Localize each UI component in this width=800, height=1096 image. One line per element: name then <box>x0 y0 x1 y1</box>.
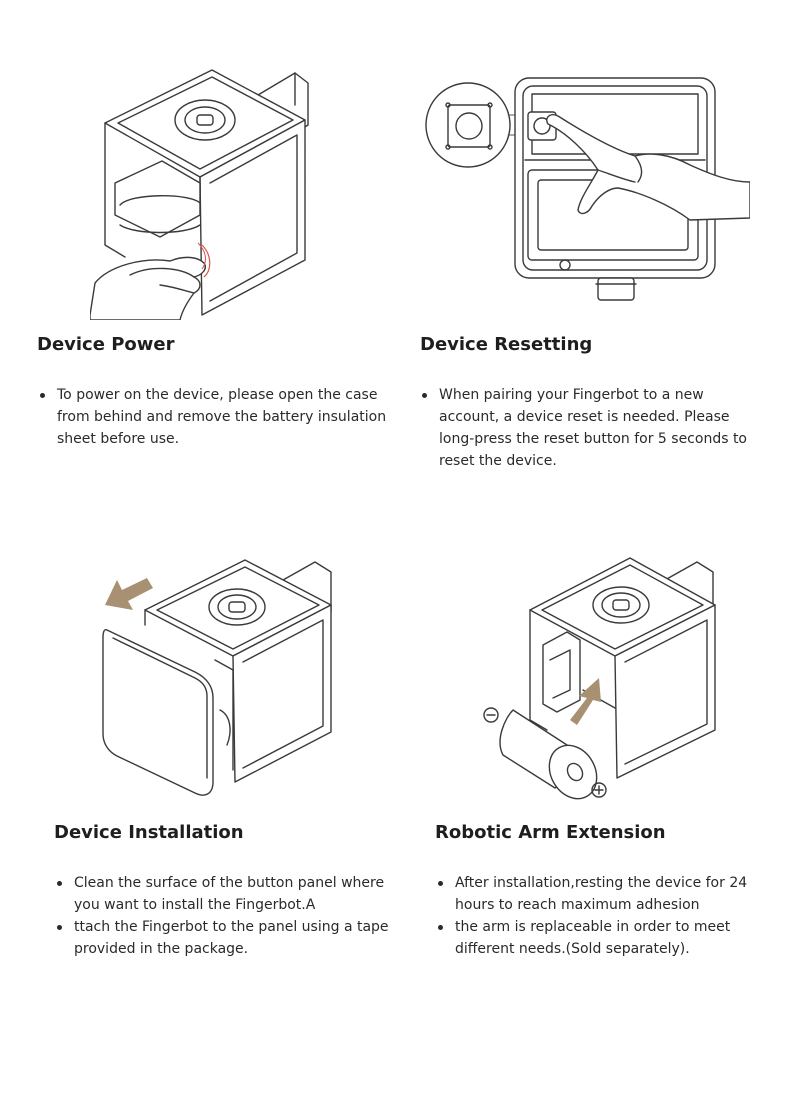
list-item: the arm is replaceable in order to meet … <box>435 916 765 960</box>
robotic-arm-extension-illustration <box>475 550 725 805</box>
insert-arrow <box>570 678 601 725</box>
list-item: Clean the surface of the button panel wh… <box>54 872 399 916</box>
section-title-device-power: Device Power <box>37 334 175 355</box>
section-title-device-resetting: Device Resetting <box>420 334 593 355</box>
bullet-list-device-resetting: When pairing your Fingerbot to a new acc… <box>419 384 759 472</box>
device-installation-illustration <box>95 550 355 800</box>
device-resetting-illustration <box>420 70 750 310</box>
section-title-device-installation: Device Installation <box>54 822 244 843</box>
bullet-list-device-installation: Clean the surface of the button panel wh… <box>54 872 399 960</box>
bullet-list-robotic-arm-extension: After installation,resting the device fo… <box>435 872 765 960</box>
bullet-list-device-power: To power on the device, please open the … <box>37 384 387 450</box>
list-item: To power on the device, please open the … <box>37 384 387 450</box>
device-power-illustration <box>90 65 330 320</box>
list-item: When pairing your Fingerbot to a new acc… <box>419 384 759 472</box>
list-item: ttach the Fingerbot to the panel using a… <box>54 916 399 960</box>
slide-out-arrow <box>105 578 153 610</box>
list-item: After installation,resting the device fo… <box>435 872 765 916</box>
section-title-robotic-arm-extension: Robotic Arm Extension <box>435 822 666 843</box>
